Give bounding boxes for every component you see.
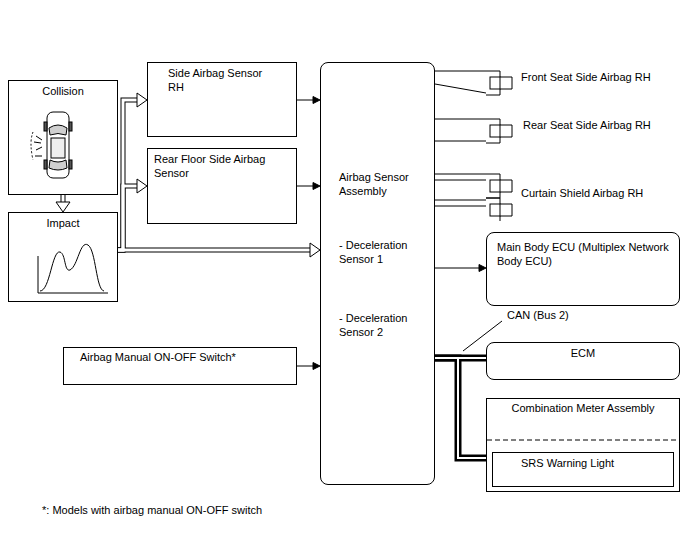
arrowhead (137, 93, 147, 107)
arrowhead (313, 183, 320, 190)
airbag-squib: Rear Seat Side Airbag RH (486, 116, 678, 146)
car-illustration (31, 112, 72, 178)
node-text: Side Airbag Sensor RH (168, 67, 273, 95)
node-text: Rear Floor Side Airbag Sensor (154, 153, 290, 181)
switch-box: Airbag Manual ON-OFF Switch* (63, 347, 297, 385)
signal-line (435, 71, 486, 93)
node-text: Airbag Sensor Assembly (339, 171, 431, 199)
signal-line (297, 100, 314, 101)
airbag-squib: Curtain Shield Airbag RH (486, 171, 678, 221)
node-text: Collision (9, 85, 117, 99)
impact-graph (38, 244, 108, 293)
bus-label: CAN (Bus 2) (505, 309, 571, 322)
collision-box: Collision (8, 80, 118, 195)
signal-line (297, 186, 314, 187)
node-text: SRS Warning Light (521, 457, 671, 471)
arrowhead (310, 243, 320, 257)
node-text: Front Seat Side Airbag RH (521, 71, 676, 85)
ecu-box: ECM (486, 342, 680, 380)
node-text: Airbag Manual ON-OFF Switch* (80, 351, 290, 365)
squib-symbol (486, 171, 516, 221)
signal-line (435, 119, 486, 141)
node-text: Rear Seat Side Airbag RH (523, 119, 676, 133)
arrow-outline (118, 100, 138, 250)
arrowhead (137, 179, 147, 193)
node-text: Impact (9, 217, 117, 231)
node-text: - Deceleration Sensor 1 (339, 239, 431, 267)
arrowhead (479, 265, 486, 272)
squib-symbol (486, 116, 516, 146)
arrow-outline (118, 248, 311, 253)
leader-line (463, 321, 502, 351)
arrowhead (313, 363, 320, 370)
signal-line (435, 174, 486, 206)
node-text: Curtain Shield Airbag RH (521, 187, 676, 201)
sensor-box: Side Airbag Sensor RH (147, 62, 297, 137)
impact-arrow (118, 100, 138, 250)
can-bus-line (435, 358, 486, 458)
squib-symbol (486, 68, 516, 98)
arrowhead (56, 202, 70, 212)
sensor-box: Rear Floor Side Airbag Sensor (147, 148, 297, 224)
ecu-box: Main Body ECU (Multiplex Network Body EC… (486, 232, 680, 306)
bus-outline (435, 358, 486, 458)
impact-arrow (118, 250, 311, 251)
node-text: ECM (487, 347, 679, 361)
impact-box: Impact (8, 212, 118, 302)
node-text: - Deceleration Sensor 2 (339, 312, 431, 340)
airbag-squib: Front Seat Side Airbag RH (486, 68, 678, 98)
impact-arrow (118, 186, 138, 250)
footnote: *: Models with airbag manual ON-OFF swit… (40, 504, 264, 517)
arrow-outline (118, 186, 138, 250)
signal-line (435, 268, 480, 269)
ecu-box: Airbag Sensor Assembly - Deceleration Sen… (320, 62, 435, 485)
warning-light-box: SRS Warning Light (492, 452, 674, 487)
meter-box: Combination Meter AssemblySRS Warning Li… (486, 398, 680, 492)
node-text: Combination Meter Assembly (487, 402, 679, 416)
signal-line (297, 366, 314, 367)
dashed-divider (487, 440, 679, 441)
arrowhead (313, 97, 320, 104)
node-text: Main Body ECU (Multiplex Network Body EC… (497, 241, 675, 269)
